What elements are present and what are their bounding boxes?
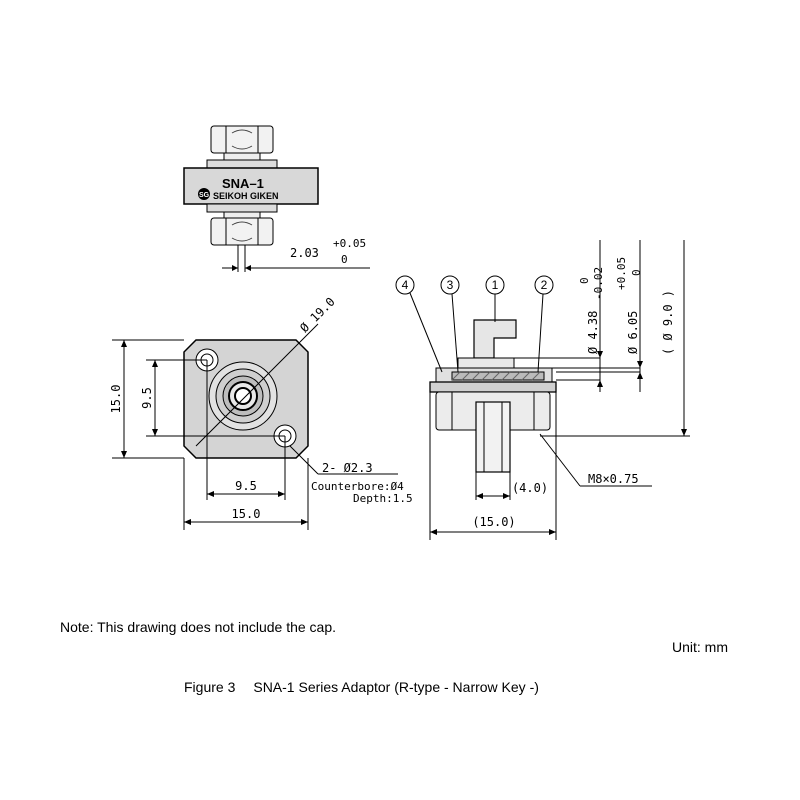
side-view <box>395 240 690 540</box>
flange-section <box>451 371 545 381</box>
sleeve <box>475 401 511 473</box>
callout-1: 1 <box>492 278 499 292</box>
callout-4: 4 <box>402 278 409 292</box>
dim-total-length: (15.0) <box>472 515 515 529</box>
model-label: SNA–1 <box>222 176 264 191</box>
counterbore-spec: Counterbore:Ø4 <box>311 480 404 493</box>
brand-label: SEIKOH GIKEN <box>213 191 279 201</box>
front-view <box>112 323 398 530</box>
dim-thread-diameter: ( Ø 9.0 ) <box>661 290 675 355</box>
dim-height: 15.0 <box>109 385 123 414</box>
figure-title: SNA-1 Series Adaptor (R-type - Narrow Ke… <box>253 679 539 695</box>
dim-key-length: (4.0) <box>512 481 548 495</box>
dim-step-tol-lower: 0 <box>630 269 643 276</box>
sleeve-bore <box>234 387 252 405</box>
dim-hole-pitch-vertical: 9.5 <box>140 387 154 409</box>
dim-width: 15.0 <box>232 507 261 521</box>
thread-spec: M8×0.75 <box>588 472 639 486</box>
figure-number: Figure 3 <box>184 679 236 695</box>
dim-flange-step-diameter: Ø 6.05 <box>626 311 640 354</box>
dim-key-tol-lower: 0 <box>341 253 348 266</box>
callout-2: 2 <box>541 278 548 292</box>
hole-spec: 2- Ø2.3 <box>322 461 373 475</box>
logo-letters: SG <box>199 192 210 199</box>
dim-key-tol-upper: +0.05 <box>333 237 366 250</box>
dim-step-tol-upper: +0.05 <box>615 257 628 290</box>
dim-sleeve-tol-upper: 0 <box>578 277 591 284</box>
note-text: Note: This drawing does not include the … <box>60 619 337 635</box>
dim-flange-diameter: Ø 19.0 <box>297 295 338 336</box>
seikoh-giken-logo <box>198 188 210 200</box>
dim-key-width: 2.03 <box>290 246 319 260</box>
dim-hole-pitch-horizontal: 9.5 <box>235 479 257 493</box>
unit-text: Unit: mm <box>672 639 728 655</box>
figure-caption: Figure 3 SNA-1 Series Adaptor (R-type - N… <box>184 679 539 695</box>
dim-sleeve-diameter: Ø 4.38 <box>586 311 600 354</box>
key <box>473 319 517 359</box>
depth-spec: Depth:1.5 <box>353 492 413 505</box>
dim-sleeve-tol-lower: -0.02 <box>592 267 605 300</box>
callout-3: 3 <box>447 278 454 292</box>
